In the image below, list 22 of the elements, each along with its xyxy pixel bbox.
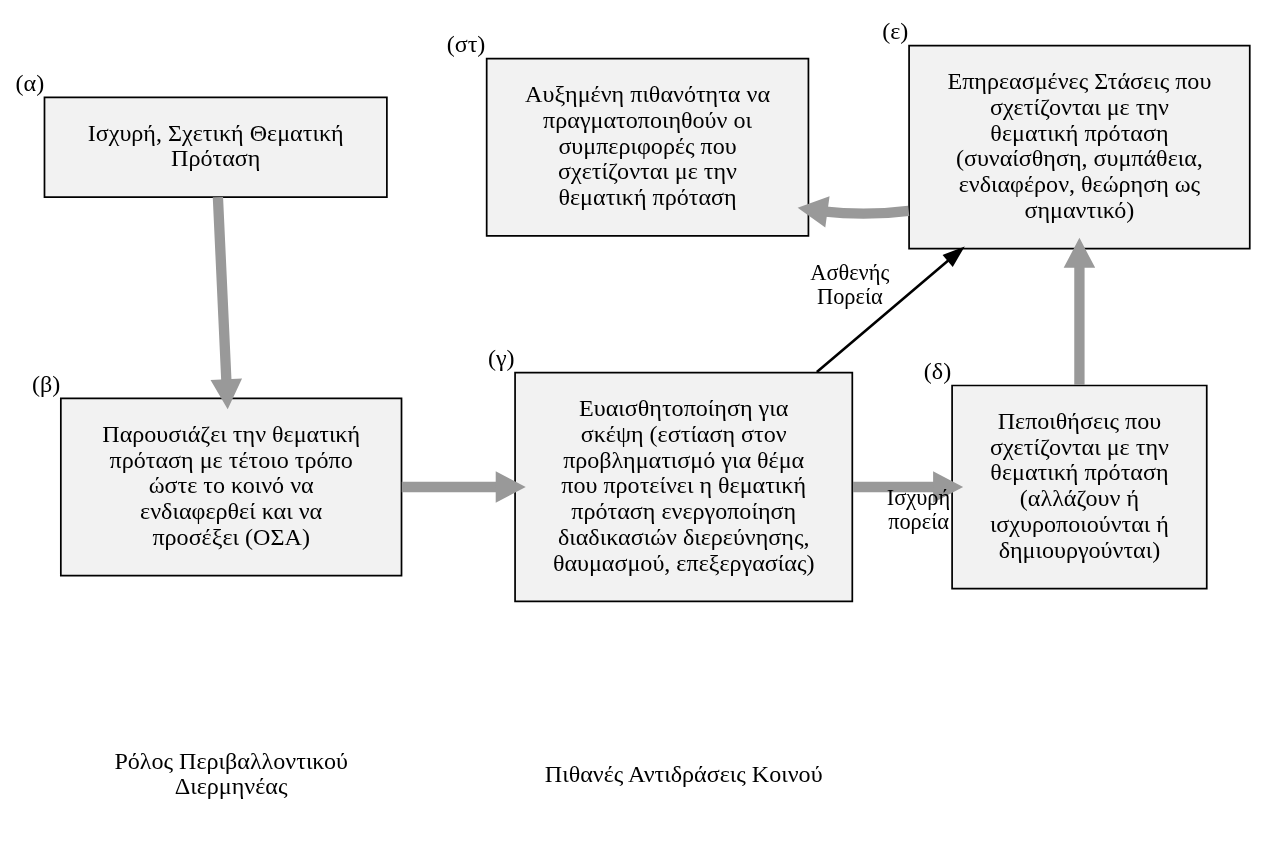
- arrow: [797, 195, 910, 228]
- node-box: Αυξημένη πιθανότητα να πραγματοποιηθούν οι συμπεριφορές που σχετίζονται με την θεματική πρόταση: [485, 57, 810, 237]
- arrow: [816, 245, 965, 373]
- node-label: (α): [15, 69, 45, 96]
- node-box: Ισχυρή, Σχετική Θεματική Πρόταση: [43, 95, 388, 198]
- arrow: [852, 470, 964, 503]
- edge-label: Ισχυρή πορεία: [886, 484, 951, 534]
- node-box: Ευαισθητοποίηση για σκέψη (εστίαση στον προβληματισμό για θέμα που προτείνει η θεματική πρόταση ενεργοποίηση διαδικασιών διερεύνησης, θαυμασμού, επεξεργασίας): [514, 371, 854, 602]
- node-box: Επηρεασμένες Στάσεις που σχετίζονται με την θεματική πρόταση (συναίσθηση, συμπάθεια, ενδιαφέρον, θεώρηση ως σημαντικό): [908, 44, 1251, 250]
- node-label: (στ): [446, 30, 486, 57]
- node-label: (β): [32, 370, 61, 397]
- node-box: Πεποιθήσεις που σχετίζονται με την θεματική πρόταση (αλλάζουν ή ισχυροποιούνται ή δημιουργούνται): [951, 384, 1208, 589]
- label: Ρόλος Περιβαλλοντικού Διερμηνέας: [114, 747, 348, 799]
- arrow: [210, 196, 243, 409]
- node-label: (γ): [487, 344, 515, 371]
- edge-label: Ασθενής Πορεία: [810, 259, 890, 309]
- node-box: Παρουσιάζει την θεματική πρόταση με τέτοιο τρόπο ώστε το κοινό να ενδιαφερθεί και να προσέξει (ΟΣΑ): [59, 397, 403, 576]
- label: Πιθανές Αντιδράσεις Κοινού: [544, 760, 823, 787]
- arrow: [401, 470, 526, 503]
- node-label: (δ): [923, 357, 952, 384]
- arrow: [1063, 237, 1096, 385]
- node-label: (ε): [882, 17, 909, 44]
